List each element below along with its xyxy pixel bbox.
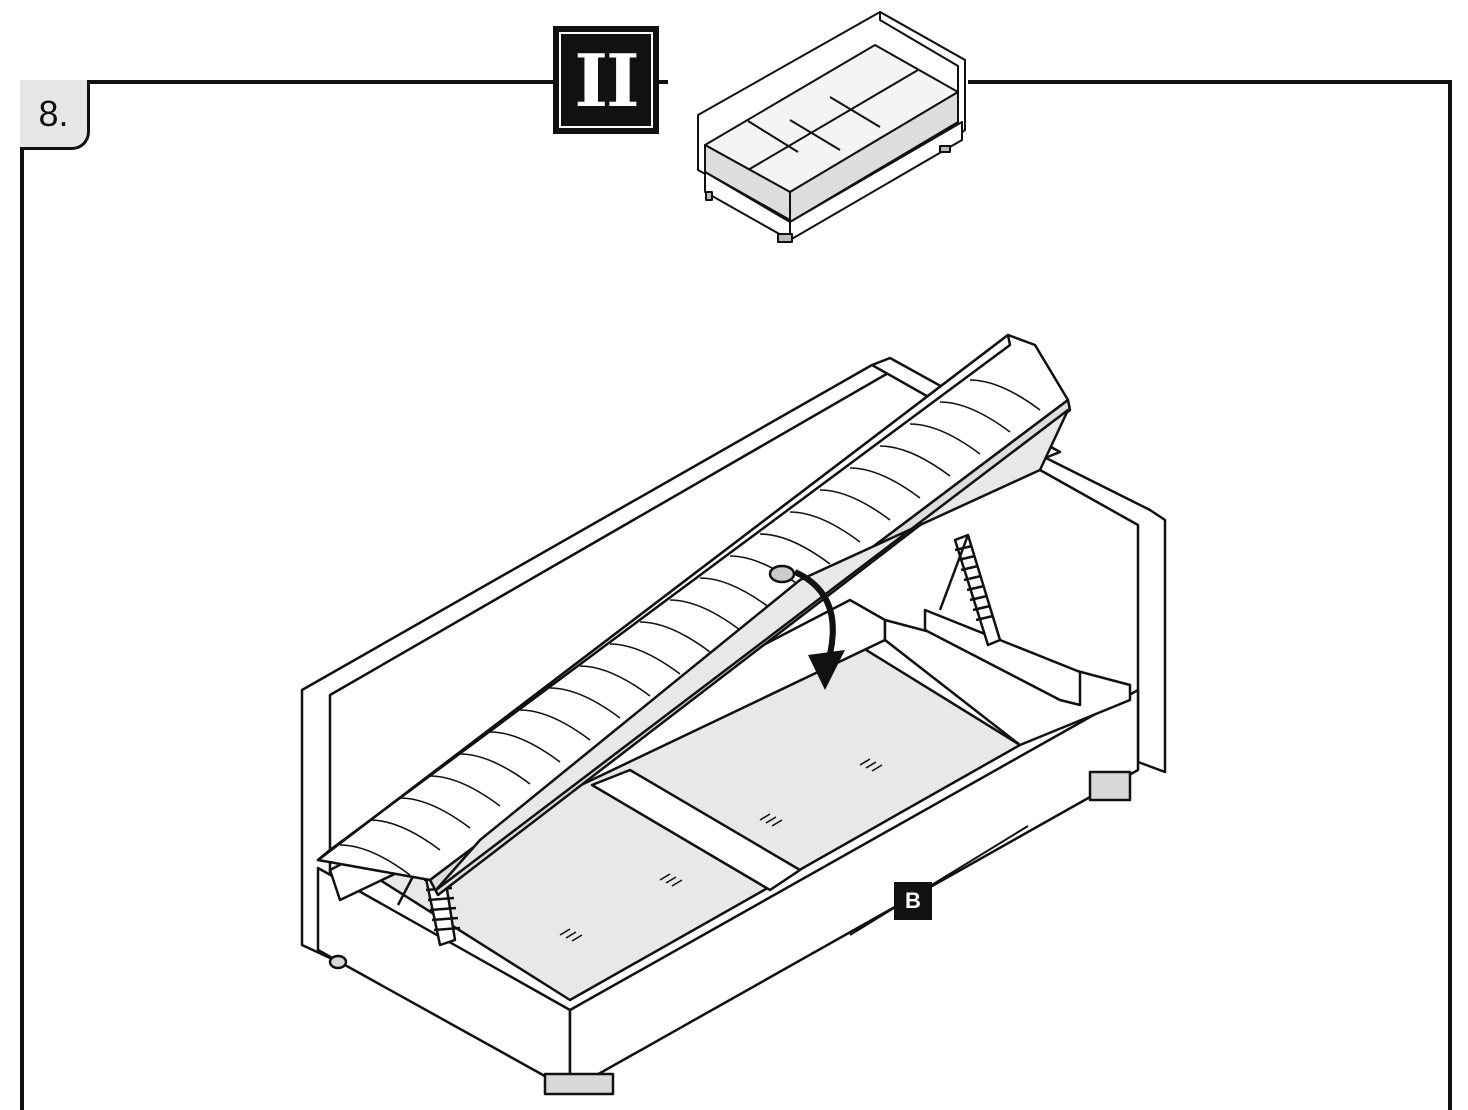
sofa-armrest (1038, 453, 1167, 774)
lift-handle[interactable] (768, 564, 796, 584)
step-number: 8. (20, 80, 90, 150)
lifted-mattress (316, 333, 1072, 897)
sofa-bed-open (300, 333, 1167, 1096)
floor-slots (559, 758, 883, 942)
gas-spring-right (938, 533, 1002, 647)
part-label-b: B (894, 882, 932, 920)
callout-line (849, 825, 1029, 936)
support-bracket (923, 608, 1082, 707)
divider-bar (590, 768, 802, 892)
phase-badge: II (553, 26, 659, 134)
closing-arrow-icon (793, 569, 845, 690)
thumbnail-sofa (697, 11, 966, 243)
phase-label: II (559, 32, 653, 128)
